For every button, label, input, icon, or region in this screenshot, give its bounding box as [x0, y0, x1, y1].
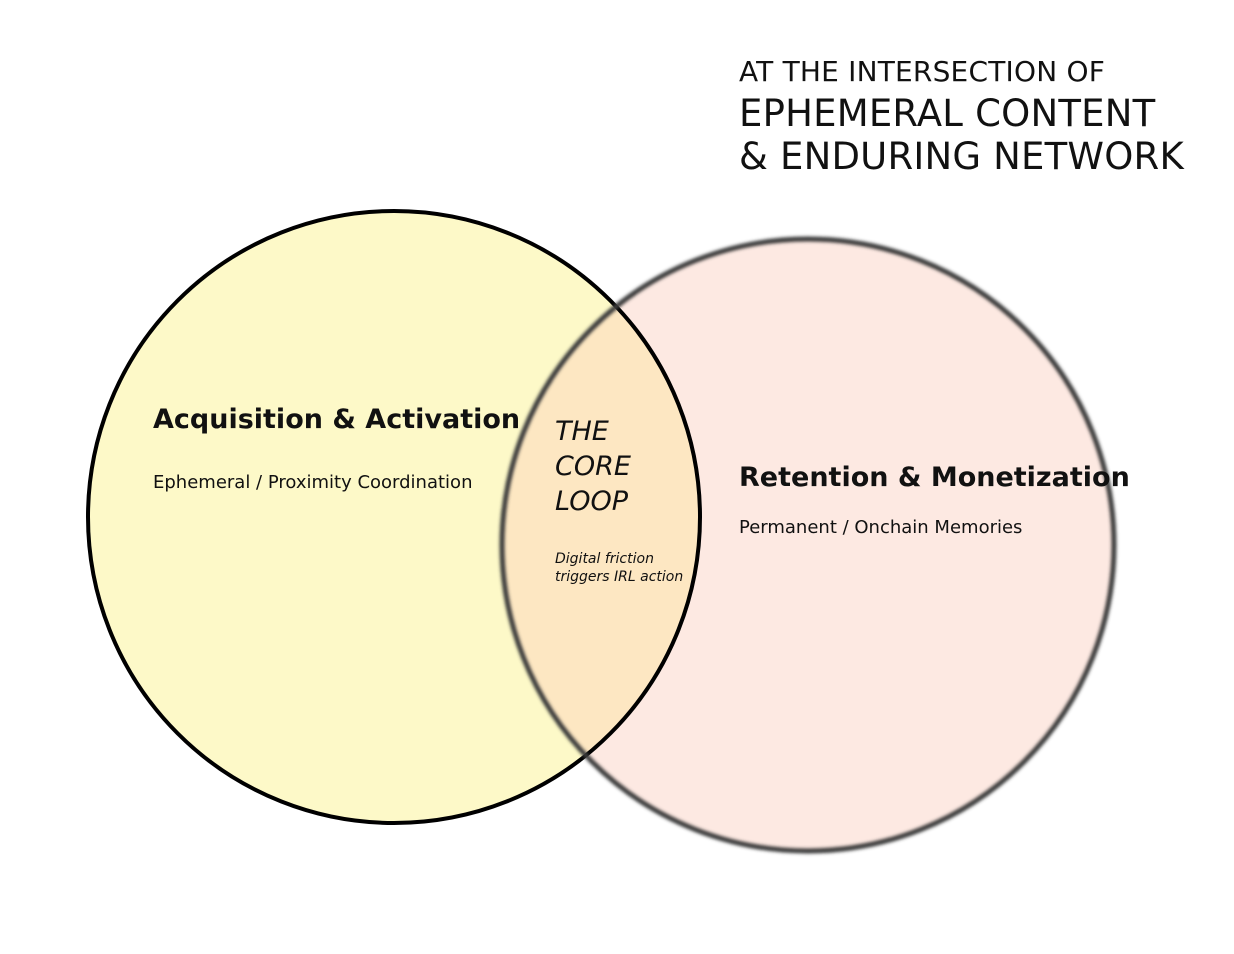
intersection-title: THE CORE LOOP: [555, 414, 631, 519]
right-set-subtitle: Permanent / Onchain Memories: [739, 517, 1023, 538]
intersection-description: Digital friction triggers IRL action: [555, 550, 683, 586]
intersection-title-line: LOOP: [555, 486, 628, 517]
heading-line-2: EPHEMERAL CONTENT: [739, 92, 1156, 135]
heading-line-1: AT THE INTERSECTION OF: [739, 55, 1105, 88]
right-circle-outline: [499, 236, 1117, 854]
left-set-subtitle: Ephemeral / Proximity Coordination: [153, 472, 473, 493]
right-set-title: Retention & Monetization: [739, 462, 1130, 493]
intersection-title-line: THE: [555, 416, 609, 447]
heading-line-3: & ENDURING NETWORK: [739, 135, 1184, 178]
intersection-description-line: Digital friction: [555, 551, 654, 567]
left-circle-outline: [86, 209, 702, 825]
intersection-description-line: triggers IRL action: [555, 569, 684, 585]
intersection-title-line: CORE: [555, 451, 631, 482]
diagram-heading: AT THE INTERSECTION OF EPHEMERAL CONTENT…: [739, 55, 1219, 178]
left-set-title: Acquisition & Activation: [153, 404, 521, 435]
